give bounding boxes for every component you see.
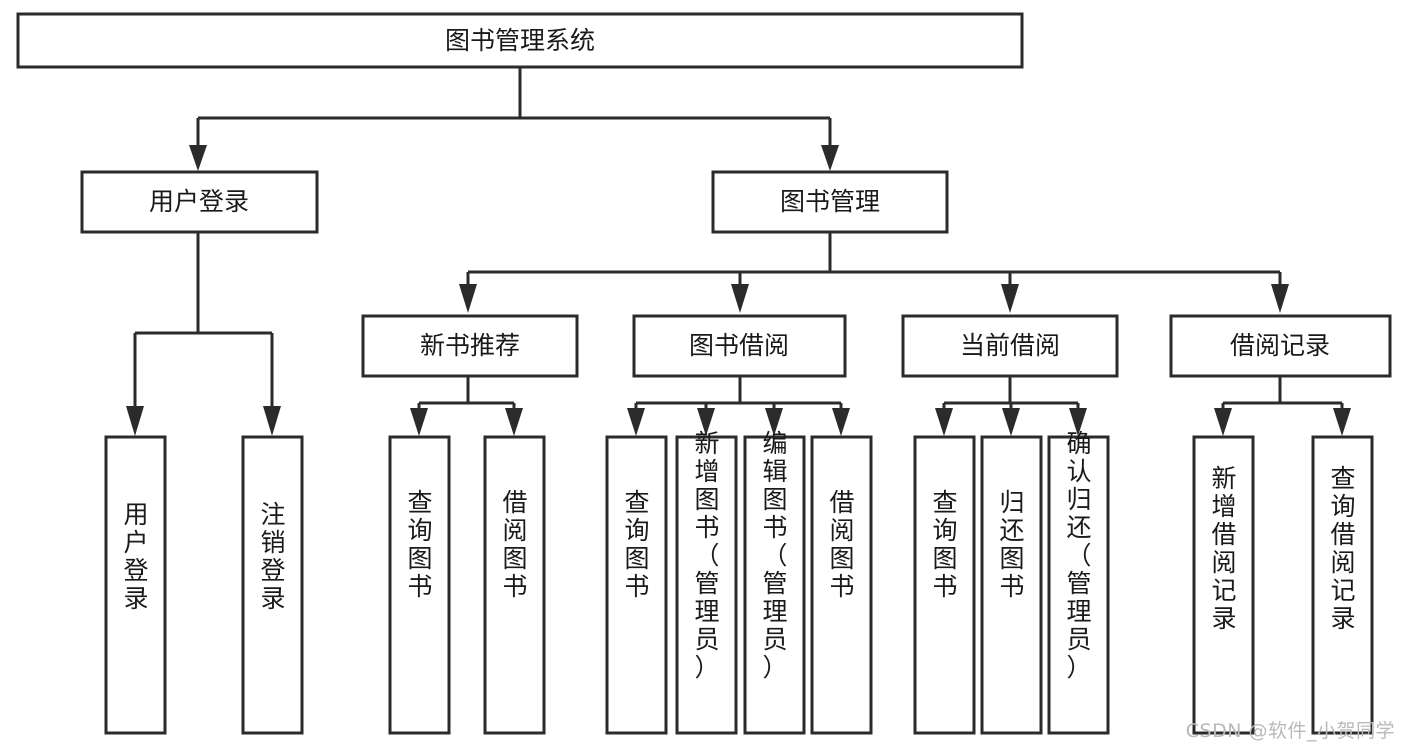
leaf-node-confirm-return-admin[interactable]: 确认归还（管理员） <box>1047 429 1110 735</box>
leaf-node-borrow-book-label: 借阅图书 <box>829 488 854 601</box>
leaf-node-edit-book-admin[interactable]: 编辑图书（管理员） <box>743 429 806 735</box>
node-book-management-label: 图书管理 <box>780 187 880 216</box>
leaf-node-edit-book-admin-label: 编辑图书（管理员） <box>762 429 787 682</box>
leaf-node-confirm-return-admin-label: 确认归还（管理员） <box>1066 429 1091 682</box>
connector-borrow-record-to-leaves <box>1214 377 1351 436</box>
leaf-node-query-book-current[interactable]: 查询图书 <box>913 435 976 735</box>
connector-root-to-level2 <box>189 67 839 171</box>
node-user-login[interactable]: 用户登录 <box>80 170 319 234</box>
connector-current-borrow-to-leaves <box>935 377 1087 436</box>
leaf-node-query-book-new-label: 查询图书 <box>407 488 432 601</box>
leaf-node-return-book[interactable]: 归还图书 <box>980 435 1043 735</box>
leaf-node-return-book-label: 归还图书 <box>999 488 1024 601</box>
node-book-borrow[interactable]: 图书借阅 <box>632 314 847 378</box>
leaf-node-user-login-action[interactable]: 用户登录 <box>104 435 167 735</box>
leaf-node-query-book-borrow[interactable]: 查询图书 <box>605 435 668 735</box>
leaf-node-query-borrow-record[interactable]: 查询借阅记录 <box>1311 435 1374 735</box>
node-borrow-record[interactable]: 借阅记录 <box>1169 314 1392 378</box>
leaf-node-query-book-borrow-label: 查询图书 <box>624 488 649 601</box>
node-root-system[interactable]: 图书管理系统 <box>16 12 1024 69</box>
node-new-book-recommend-label: 新书推荐 <box>420 331 520 360</box>
leaf-node-logout-label: 注销登录 <box>260 500 285 613</box>
node-current-borrow[interactable]: 当前借阅 <box>901 314 1119 378</box>
node-root-system-label: 图书管理系统 <box>445 26 595 55</box>
connector-user-login-to-leaves <box>126 232 281 436</box>
leaf-node-user-login-action-label: 用户登录 <box>123 500 148 613</box>
leaf-node-add-borrow-record[interactable]: 新增借阅记录 <box>1192 435 1255 735</box>
connector-borrow-to-leaves <box>627 377 850 436</box>
node-new-book-recommend[interactable]: 新书推荐 <box>361 314 579 378</box>
node-borrow-record-label: 借阅记录 <box>1230 331 1330 360</box>
node-book-borrow-label: 图书借阅 <box>689 331 789 360</box>
leaf-node-query-book-new[interactable]: 查询图书 <box>388 435 451 735</box>
leaf-node-borrow-book[interactable]: 借阅图书 <box>810 435 873 735</box>
connector-new-book-to-leaves <box>410 377 523 436</box>
leaf-node-borrow-book-new-label: 借阅图书 <box>502 488 527 601</box>
leaf-node-add-borrow-record-label: 新增借阅记录 <box>1211 464 1236 633</box>
leaf-node-query-book-current-label: 查询图书 <box>932 488 957 601</box>
node-current-borrow-label: 当前借阅 <box>960 331 1060 360</box>
node-user-login-label: 用户登录 <box>149 187 249 216</box>
leaf-node-logout[interactable]: 注销登录 <box>241 435 304 735</box>
leaf-node-query-borrow-record-label: 查询借阅记录 <box>1330 464 1355 633</box>
leaf-node-borrow-book-new[interactable]: 借阅图书 <box>483 435 546 735</box>
connector-book-mgmt-to-level3 <box>459 232 1289 313</box>
node-book-management[interactable]: 图书管理 <box>711 170 949 234</box>
leaf-node-add-book-admin[interactable]: 新增图书（管理员） <box>675 429 738 735</box>
leaf-node-add-book-admin-label: 新增图书（管理员） <box>694 429 719 682</box>
